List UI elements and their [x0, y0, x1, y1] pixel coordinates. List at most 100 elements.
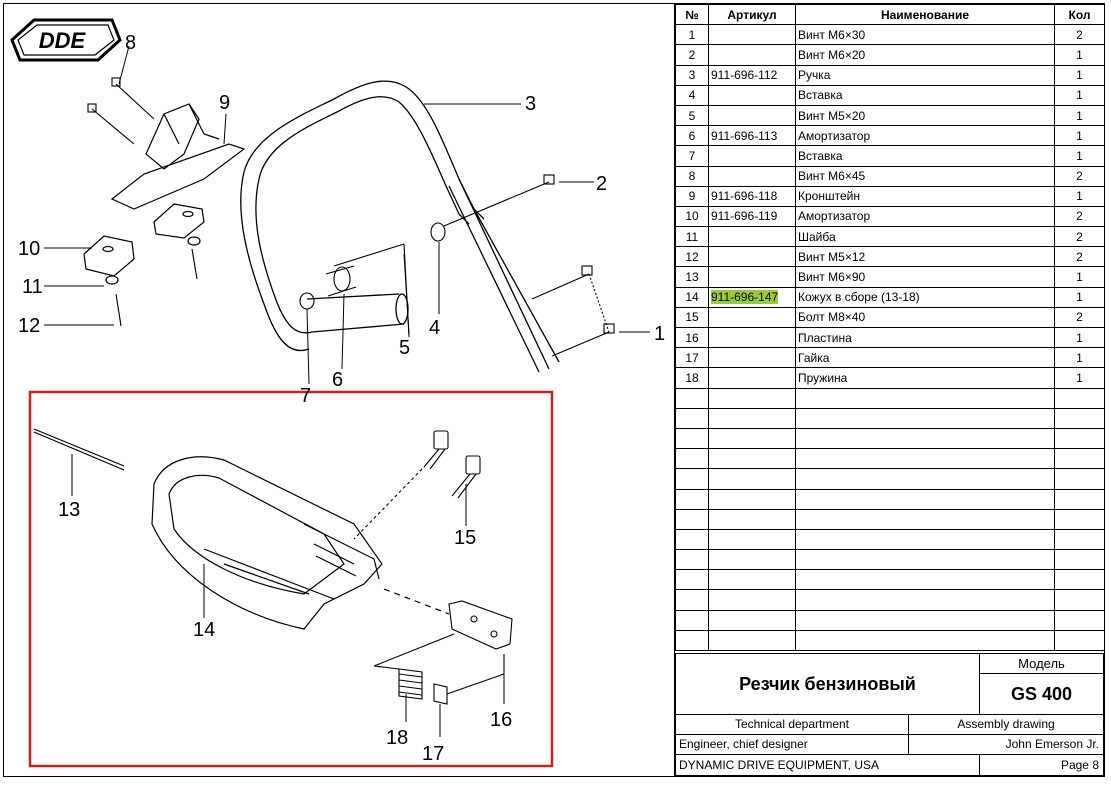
cell-qty: 1: [1054, 326, 1105, 349]
cell-name: Винт М6×30: [795, 24, 1055, 46]
cell-qty: 2: [1054, 246, 1105, 268]
cell-no: 10: [675, 205, 709, 228]
cell-no: 18: [675, 367, 709, 389]
header-name: Наименование: [795, 3, 1055, 26]
cell-qty: 2: [1054, 24, 1105, 46]
callout-4: 4: [429, 317, 440, 339]
callout-8: 8: [125, 32, 136, 54]
callout-17: 17: [422, 743, 444, 765]
drawing-svg: DDE: [10, 18, 665, 768]
cell-article: 911-696-118: [708, 185, 796, 207]
bracket-part: [83, 103, 246, 285]
cell-no: 13: [675, 266, 709, 288]
cell-no: 2: [675, 44, 709, 66]
page-number: Page 8: [1060, 758, 1099, 772]
cell-name: Ручка: [795, 64, 1055, 86]
cell-name: Винт М6×90: [795, 266, 1055, 288]
empty-row: [675, 528, 1105, 551]
cell-qty: 1: [1054, 104, 1105, 127]
parts-table-header: № Артикул Наименование Кол: [675, 3, 1105, 26]
cell-name: Пружина: [795, 367, 1055, 389]
callout-7: 7: [300, 385, 311, 407]
empty-row: [675, 589, 1105, 611]
empty-row: [675, 407, 1105, 429]
callout-12: 12: [18, 315, 40, 337]
cell-name: Амортизатор: [795, 205, 1055, 228]
engineer-name: John Emerson Jr.: [1005, 737, 1099, 751]
cell-qty: 1: [1054, 64, 1105, 86]
cell-no: 14: [675, 286, 709, 308]
cell-qty: 1: [1054, 185, 1105, 207]
cell-name: Амортизатор: [795, 125, 1055, 147]
model-label: Модель: [1018, 656, 1065, 671]
cell-qty: 2: [1054, 205, 1105, 228]
empty-row: [675, 427, 1105, 450]
callout-10: 10: [18, 238, 40, 260]
callout-labels: 1 2 3 4 5 6 7 8 9 10 11 12 13 14 15 16 1…: [18, 32, 665, 765]
selection-box: [28, 390, 554, 768]
header-qty: Кол: [1054, 3, 1105, 26]
cell-no: 16: [675, 326, 709, 349]
callout-2: 2: [596, 173, 607, 195]
cell-article: 911-696-119: [708, 205, 796, 228]
leader-lines-bottom: [71, 454, 505, 737]
drawing-type: Assembly drawing: [957, 717, 1055, 731]
callout-14: 14: [193, 619, 215, 641]
cell-no: 6: [675, 125, 709, 147]
header-no: №: [675, 3, 709, 26]
callout-9: 9: [219, 92, 230, 114]
cell-name: Винт М5×20: [795, 104, 1055, 127]
cell-article: 911-696-112: [708, 64, 796, 86]
highlighted-article: 911-696-147: [711, 290, 779, 305]
cell-name: Пластина: [795, 326, 1055, 349]
callout-5: 5: [399, 337, 410, 359]
cell-article: [708, 226, 796, 248]
cell-qty: 1: [1054, 266, 1105, 288]
cell-no: 15: [675, 306, 709, 329]
cell-qty: 1: [1054, 145, 1105, 167]
assembly-drawing: DDE: [4, 4, 674, 776]
cell-qty: 1: [1054, 44, 1105, 66]
cell-name: Вставка: [795, 84, 1055, 106]
callout-18: 18: [386, 727, 408, 749]
cell-name: Вставка: [795, 145, 1055, 167]
cell-article: [708, 367, 796, 389]
handle-part: [240, 80, 560, 373]
cell-article: [708, 306, 796, 329]
callout-3: 3: [525, 93, 536, 115]
cell-qty: 1: [1054, 286, 1105, 308]
cell-no: 11: [675, 226, 709, 248]
product-title: Резчик бензиновый: [739, 673, 916, 694]
cell-no: 3: [675, 64, 709, 86]
empty-row: [675, 387, 1105, 409]
empty-row: [675, 549, 1105, 571]
plate-spring-nut: [373, 600, 513, 705]
department: Technical department: [734, 717, 850, 731]
empty-row: [675, 508, 1105, 530]
cell-no: 17: [675, 347, 709, 369]
cell-name: Винт М6×20: [795, 44, 1055, 66]
cell-no: 9: [675, 185, 709, 207]
cell-no: 7: [675, 145, 709, 167]
cell-name: Кожух в сборе (13-18): [795, 286, 1055, 308]
cell-article: [708, 24, 796, 46]
cell-no: 5: [675, 104, 709, 127]
cell-qty: 1: [1054, 367, 1105, 389]
company-name: DYNAMIC DRIVE EQUIPMENT, USA: [679, 758, 880, 772]
cover-assembly: [33, 428, 450, 630]
cell-no: 12: [675, 246, 709, 268]
callout-11: 11: [22, 276, 43, 298]
cell-qty: 1: [1054, 347, 1105, 369]
